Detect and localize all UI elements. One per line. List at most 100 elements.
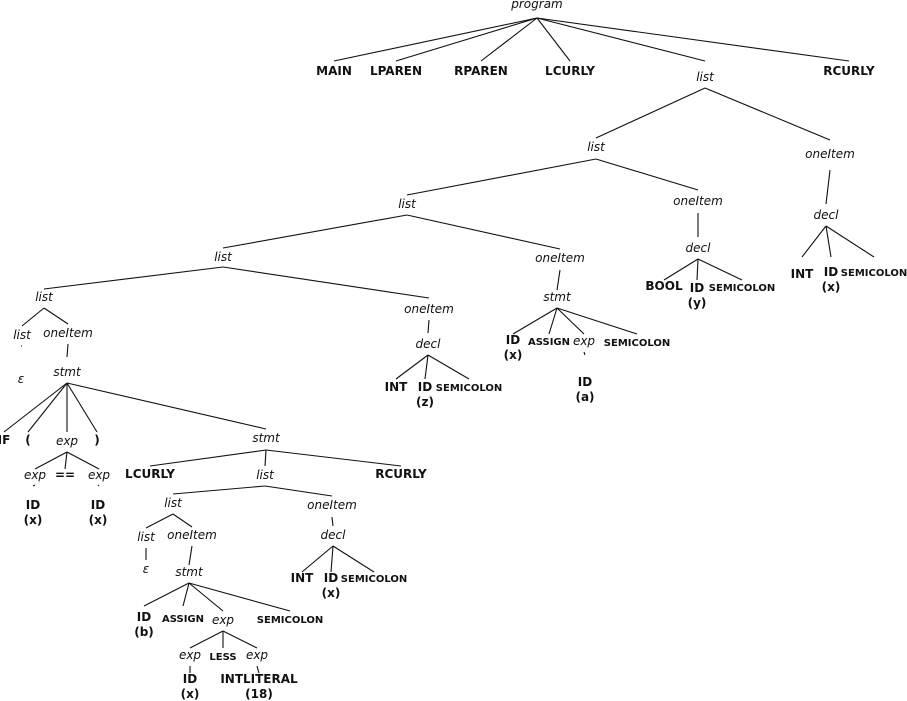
tree-edge-n50-n56	[145, 513, 174, 529]
node-value-n67: (x)	[181, 687, 200, 701]
tree-edges	[3, 17, 875, 674]
tree-edge-n19-n28	[222, 266, 430, 299]
tree-edge-n0-n1	[333, 17, 538, 62]
tree-edge-n62-n64	[189, 630, 224, 649]
tree-edge-n29-n31	[424, 354, 429, 380]
node-intliteral-n68: INTLITERAL	[220, 672, 298, 686]
node-int-n53: INT	[291, 571, 315, 585]
node-oneitem-n28: oneItem	[404, 302, 454, 316]
tree-edge-n39-n44	[66, 451, 100, 470]
node-stmt-n36: stmt	[53, 365, 82, 379]
tree-edge-n7-n14	[595, 158, 699, 191]
tree-edge-n48-n51	[264, 485, 333, 497]
tree-edge-n13-n19	[222, 214, 408, 249]
node-value-n68: (18)	[245, 687, 273, 701]
tree-edge-n13-n20	[406, 214, 561, 250]
node-int-n30: INT	[385, 380, 409, 394]
tree-edge-n21-n25	[556, 307, 638, 335]
node-semicolon-n55: SEMICOLON	[341, 574, 407, 585]
node-oneitem-n34: oneItem	[43, 326, 93, 340]
node-id-n31: ID	[418, 380, 432, 394]
node-semicolon-n18: SEMICOLON	[709, 283, 775, 294]
tree-edge-n27-n33	[21, 307, 45, 327]
tree-edge-n5-n8	[704, 87, 831, 141]
node-id-n22: ID	[506, 333, 520, 347]
tree-edge-n36-n40	[66, 382, 98, 433]
node-decl-n29: decl	[416, 337, 442, 351]
node-id-n60: ID	[137, 610, 151, 624]
node-id-n54: ID	[324, 571, 338, 585]
node-exp-n39: exp	[56, 434, 78, 448]
tree-edge-n21-n23	[548, 307, 558, 335]
tree-edge-n27-n34	[43, 307, 69, 325]
node-list-n7: list	[587, 140, 606, 154]
node-value-n54: (x)	[322, 586, 341, 600]
tree-edge-n21-n22	[512, 307, 558, 335]
node-assign-n23: ASSIGN	[528, 337, 570, 348]
node-list-n50: list	[164, 496, 183, 510]
node-value-n46: (x)	[89, 513, 108, 527]
tree-edge-n28-n29	[427, 319, 430, 334]
tree-edge-n0-n3	[480, 17, 538, 62]
tree-edge-n41-n48	[264, 449, 267, 467]
tree-edge-n19-n27	[43, 266, 224, 290]
tree-edge-n15-n16	[663, 258, 699, 281]
node-int-n10: INT	[791, 267, 815, 281]
tree-edge-n59-n60	[143, 582, 190, 607]
node--n35: ε	[18, 372, 25, 386]
tree-edge-n66-n68	[256, 665, 260, 674]
node-value-n60: (b)	[134, 625, 154, 639]
tree-edge-n59-n63	[188, 582, 291, 612]
node-value-n11: (x)	[822, 280, 841, 294]
node--n43: ==	[55, 468, 75, 482]
node-oneitem-n14: oneItem	[673, 194, 723, 208]
node--n58: ε	[143, 562, 150, 576]
tree-edge-n36-n41	[66, 382, 267, 430]
node-oneitem-n20: oneItem	[535, 251, 585, 265]
node-exp-n64: exp	[179, 648, 201, 662]
node-stmt-n59: stmt	[175, 565, 204, 579]
node-program-n0: program	[510, 0, 563, 11]
node-id-n67: ID	[183, 672, 197, 686]
node-id-n46: ID	[91, 498, 105, 512]
tree-edge-n36-n37	[3, 382, 68, 433]
node-list-n13: list	[398, 197, 417, 211]
node-decl-n9: decl	[814, 208, 840, 222]
node-value-n45: (x)	[24, 513, 43, 527]
node-oneitem-n8: oneItem	[805, 147, 855, 161]
node-oneitem-n51: oneItem	[307, 498, 357, 512]
node-value-n31: (z)	[416, 395, 434, 409]
node-exp-n44: exp	[88, 468, 110, 482]
node-oneitem-n57: oneItem	[167, 528, 217, 542]
tree-edge-n52-n53	[301, 545, 334, 573]
node-main-n1: MAIN	[316, 64, 352, 78]
node-id-n45: ID	[26, 498, 40, 512]
tree-edge-n39-n42	[34, 451, 68, 470]
tree-edge-n0-n5	[536, 17, 706, 62]
tree-edge-n59-n62	[188, 582, 224, 612]
tree-edge-n15-n17	[696, 258, 699, 281]
node-list-n56: list	[137, 530, 156, 544]
node-bool-n16: BOOL	[645, 279, 683, 293]
tree-edge-n0-n2	[395, 17, 538, 62]
tree-edge-n50-n57	[172, 513, 193, 528]
node-id-n17: ID	[690, 281, 704, 295]
tree-edge-n7-n13	[406, 158, 597, 196]
node-stmt-n41: stmt	[252, 431, 281, 445]
node-assign-n61: ASSIGN	[162, 614, 204, 625]
tree-edge-n9-n11	[825, 225, 832, 258]
node-lcurly-n47: LCURLY	[125, 467, 175, 481]
node-decl-n15: decl	[686, 241, 712, 255]
tree-edge-n41-n49	[265, 449, 402, 467]
tree-edge-n29-n30	[395, 354, 429, 380]
node-exp-n62: exp	[212, 613, 234, 627]
node-less-n65: LESS	[209, 652, 236, 663]
node-list-n27: list	[35, 290, 54, 304]
node-if-n37: IF	[0, 433, 10, 447]
tree-edge-n9-n12	[825, 225, 875, 258]
tree-edge-n52-n54	[330, 545, 334, 573]
tree-edge-n62-n66	[222, 630, 258, 649]
tree-edge-n51-n52	[331, 516, 334, 527]
